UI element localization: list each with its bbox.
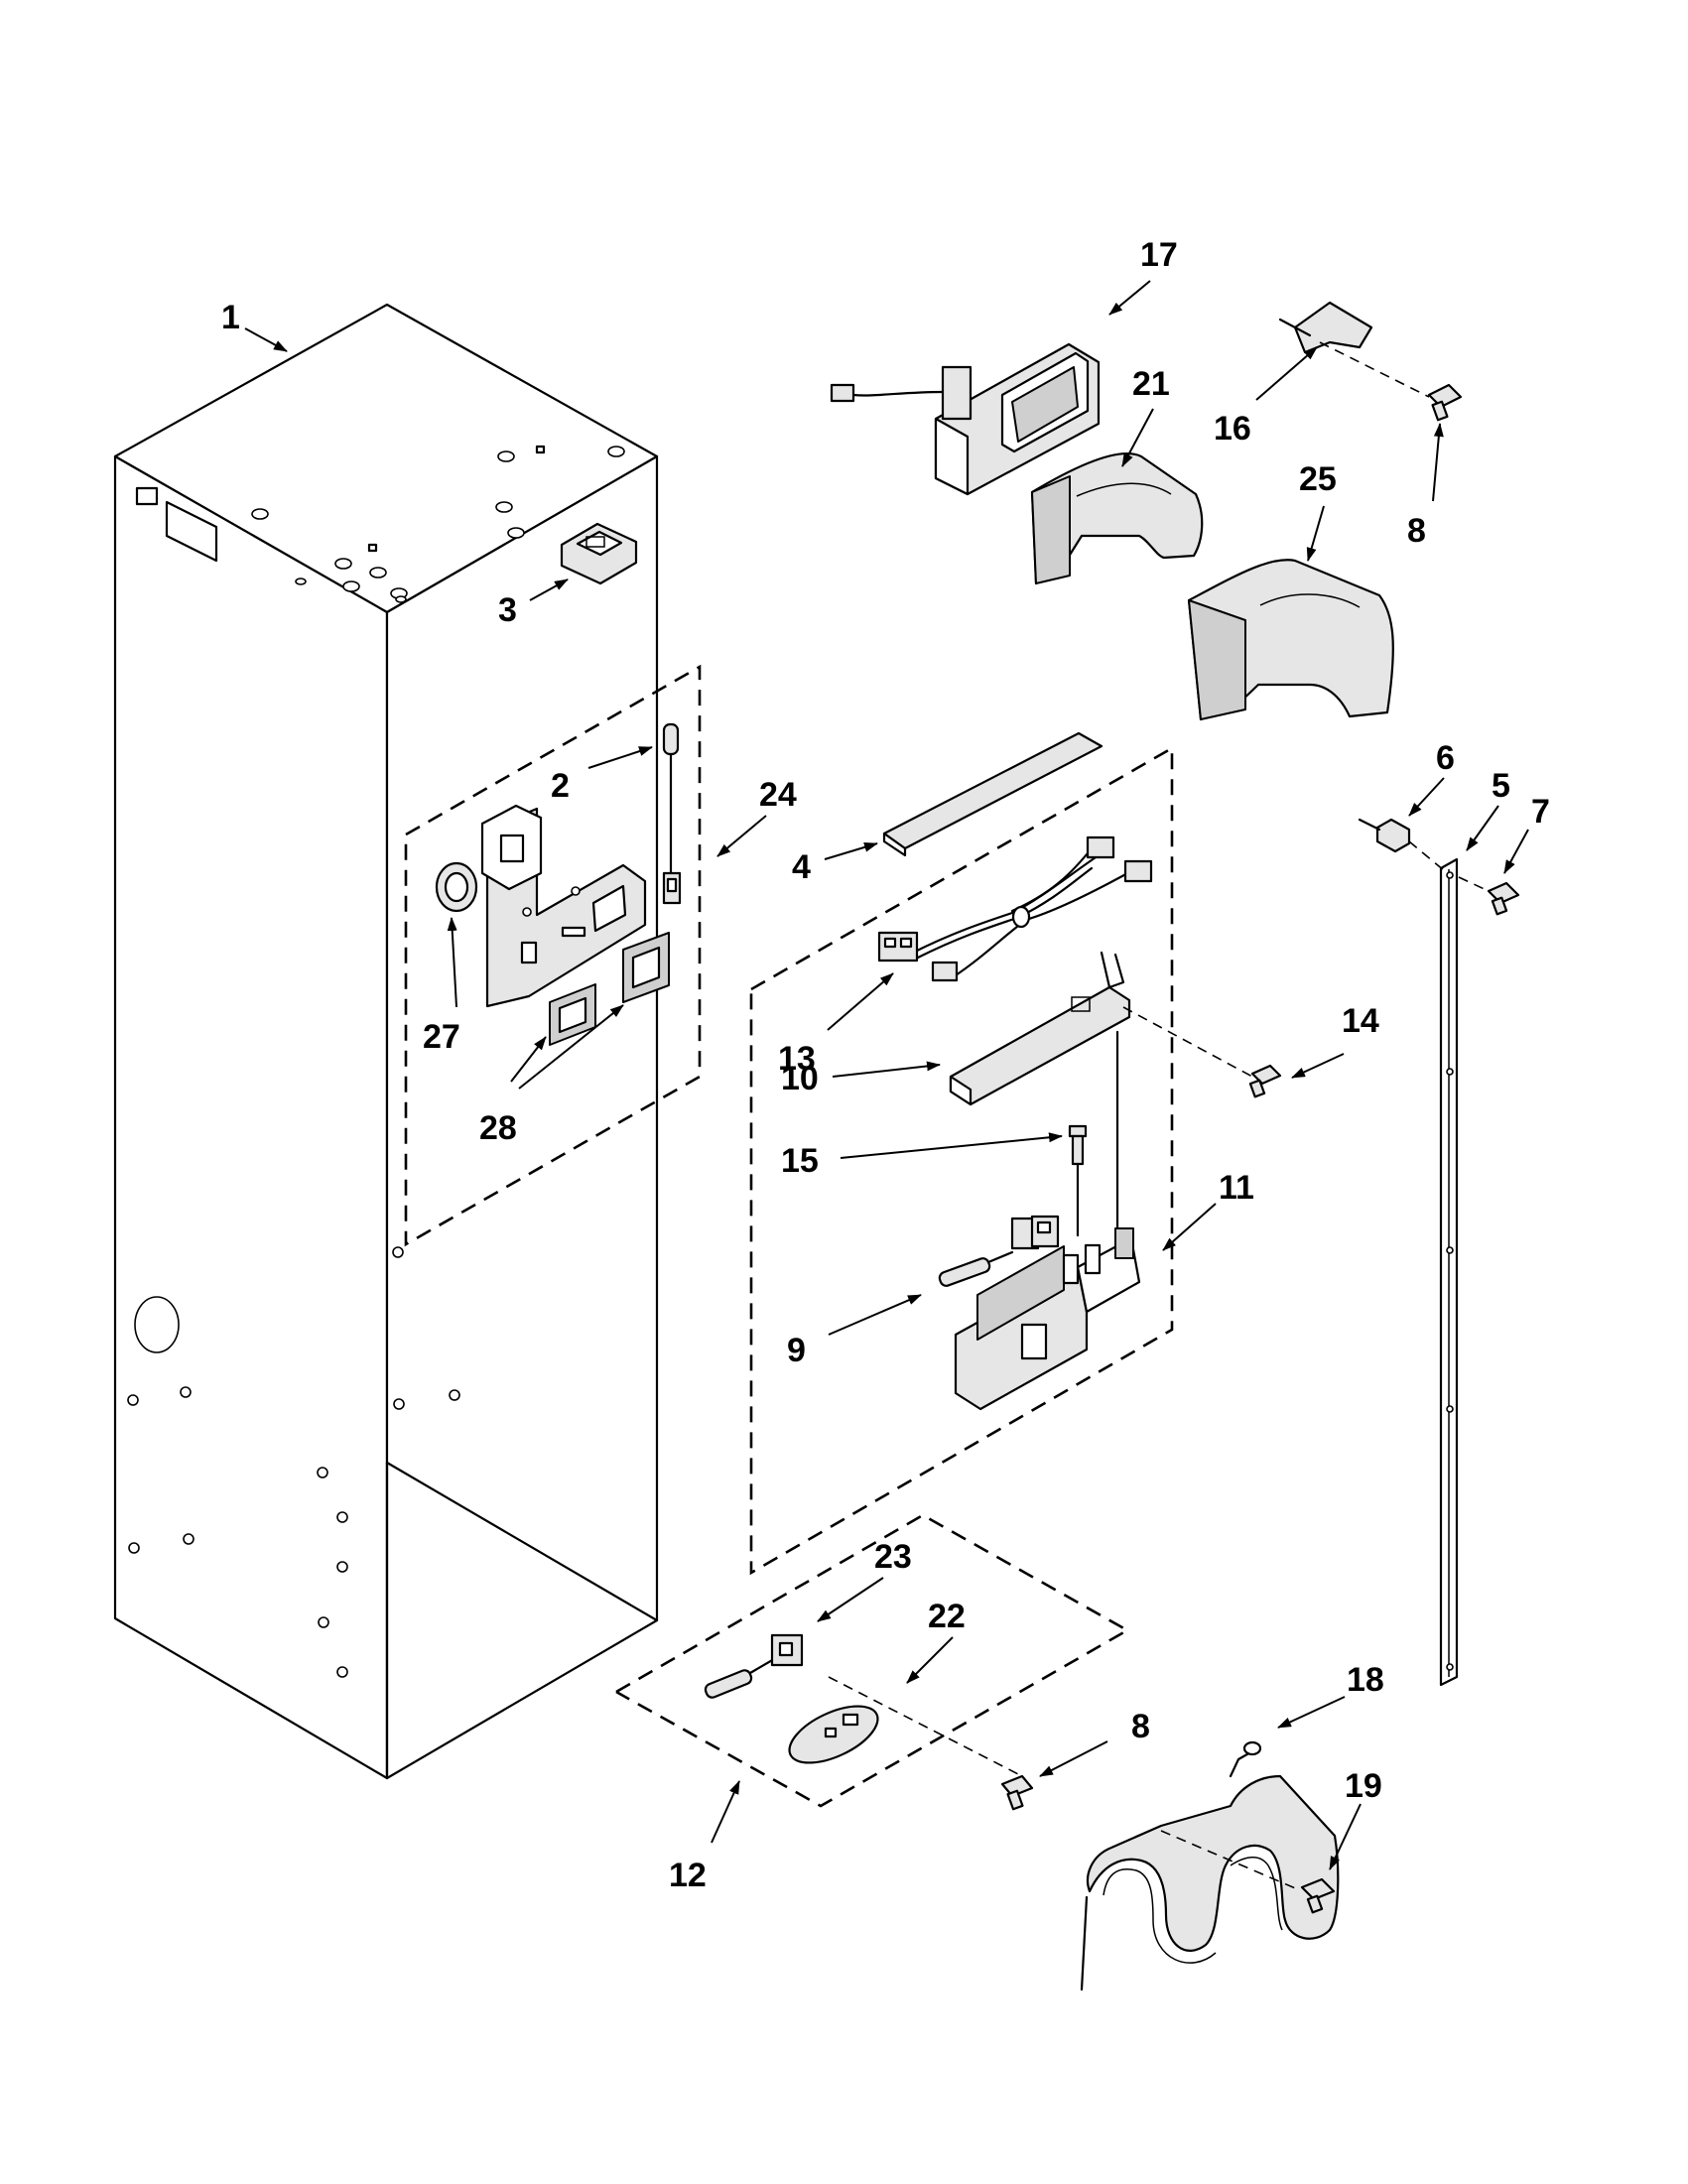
kit-screw-part — [1000, 1774, 1034, 1811]
top-screw-part — [1427, 383, 1463, 422]
callout-23: 23 — [874, 1538, 912, 1576]
leader-22 — [906, 1636, 954, 1684]
leader-15 — [840, 1132, 1063, 1159]
callout-11: 11 — [1219, 1169, 1254, 1207]
callout-13: 13 — [778, 1040, 816, 1078]
control-board-part — [788, 1676, 1023, 1777]
callout-14: 14 — [1342, 1002, 1379, 1040]
callout-12: 12 — [669, 1857, 707, 1894]
callout-25: 25 — [1299, 460, 1337, 498]
control-kit-boundary — [404, 664, 702, 1247]
callout-19: 19 — [1345, 1767, 1382, 1805]
callout-17: 17 — [1140, 236, 1178, 274]
callout-4: 4 — [792, 848, 811, 886]
rail-clip-part — [1358, 818, 1446, 872]
callout-27: 27 — [423, 1018, 460, 1056]
leader-12 — [711, 1780, 740, 1844]
duct-front-part — [1030, 452, 1204, 585]
leader-13 — [827, 972, 894, 1031]
callout-5: 5 — [1492, 767, 1510, 805]
callout-2: 2 — [551, 767, 570, 805]
leader-24 — [716, 815, 767, 857]
callout-10: 10 — [781, 1060, 819, 1097]
control-bracket-part — [480, 804, 647, 1008]
callout-9: 9 — [787, 1332, 806, 1369]
housing-fastener-part — [1068, 1030, 1119, 1242]
callout-3: 3 — [498, 591, 517, 629]
sensor-probe-part — [938, 1215, 1060, 1287]
callout-8-bottom: 8 — [1131, 1708, 1150, 1745]
callout-24: 24 — [759, 776, 797, 814]
leader-2 — [587, 746, 653, 769]
grommet-part — [435, 861, 478, 913]
cabinet-part — [113, 303, 659, 1780]
gasket-part-b — [622, 932, 670, 1003]
sensor-kit-boundary — [615, 1513, 1130, 1808]
leader-16 — [1255, 346, 1318, 401]
callout-7: 7 — [1531, 793, 1550, 831]
leader-28b — [518, 1004, 624, 1090]
leader-28a — [510, 1036, 547, 1083]
rail-screw-part — [1458, 876, 1520, 916]
leader-25 — [1306, 505, 1325, 562]
leader-5 — [1466, 805, 1499, 851]
housing-base-part — [954, 1227, 1141, 1411]
leader-18 — [1277, 1696, 1346, 1729]
callout-labels: 1 2 3 4 5 6 7 8 8 9 10 11 12 13 14 15 16… — [221, 236, 1550, 1894]
leader-8-bottom — [1039, 1740, 1108, 1777]
callout-21: 21 — [1132, 365, 1170, 403]
side-rail-part — [1439, 857, 1459, 1687]
leader-10 — [832, 1061, 941, 1078]
housing-cover-part — [949, 951, 1253, 1106]
leader-23 — [817, 1577, 884, 1622]
callout-22: 22 — [928, 1598, 966, 1635]
kit-probe-part — [704, 1633, 804, 1699]
leader-9 — [828, 1294, 922, 1336]
leader-3 — [529, 578, 569, 601]
leader-1 — [244, 327, 288, 352]
insulation-strip-part — [882, 731, 1104, 857]
wire-harness-part — [877, 835, 1153, 982]
callout-15: 15 — [781, 1142, 819, 1180]
leader-8-top — [1432, 423, 1444, 502]
heater-screw-part — [1300, 1877, 1336, 1914]
housing-screw-part — [1248, 1064, 1282, 1098]
top-bracket-part — [1278, 301, 1430, 398]
heater-coil-part — [1080, 1740, 1340, 1991]
callout-6: 6 — [1436, 739, 1455, 777]
callout-18: 18 — [1347, 1661, 1384, 1699]
leader-17 — [1108, 280, 1151, 316]
fan-module-part — [830, 342, 1101, 496]
housing-assembly-boundary — [749, 745, 1174, 1576]
leader-14 — [1291, 1053, 1345, 1079]
callout-28: 28 — [479, 1109, 517, 1147]
thermistor-part — [662, 722, 682, 905]
leader-27 — [447, 917, 457, 1008]
leader-6 — [1408, 777, 1445, 817]
leader-11 — [1162, 1203, 1217, 1251]
callout-16: 16 — [1214, 410, 1251, 448]
leader-21 — [1121, 408, 1154, 467]
duct-rear-part — [1187, 559, 1394, 721]
leader-7 — [1503, 829, 1529, 874]
callout-8-top: 8 — [1407, 512, 1426, 550]
leader-4 — [824, 841, 878, 860]
leader-lines — [244, 280, 1529, 1870]
leader-19 — [1329, 1803, 1362, 1870]
callout-1: 1 — [221, 299, 240, 336]
